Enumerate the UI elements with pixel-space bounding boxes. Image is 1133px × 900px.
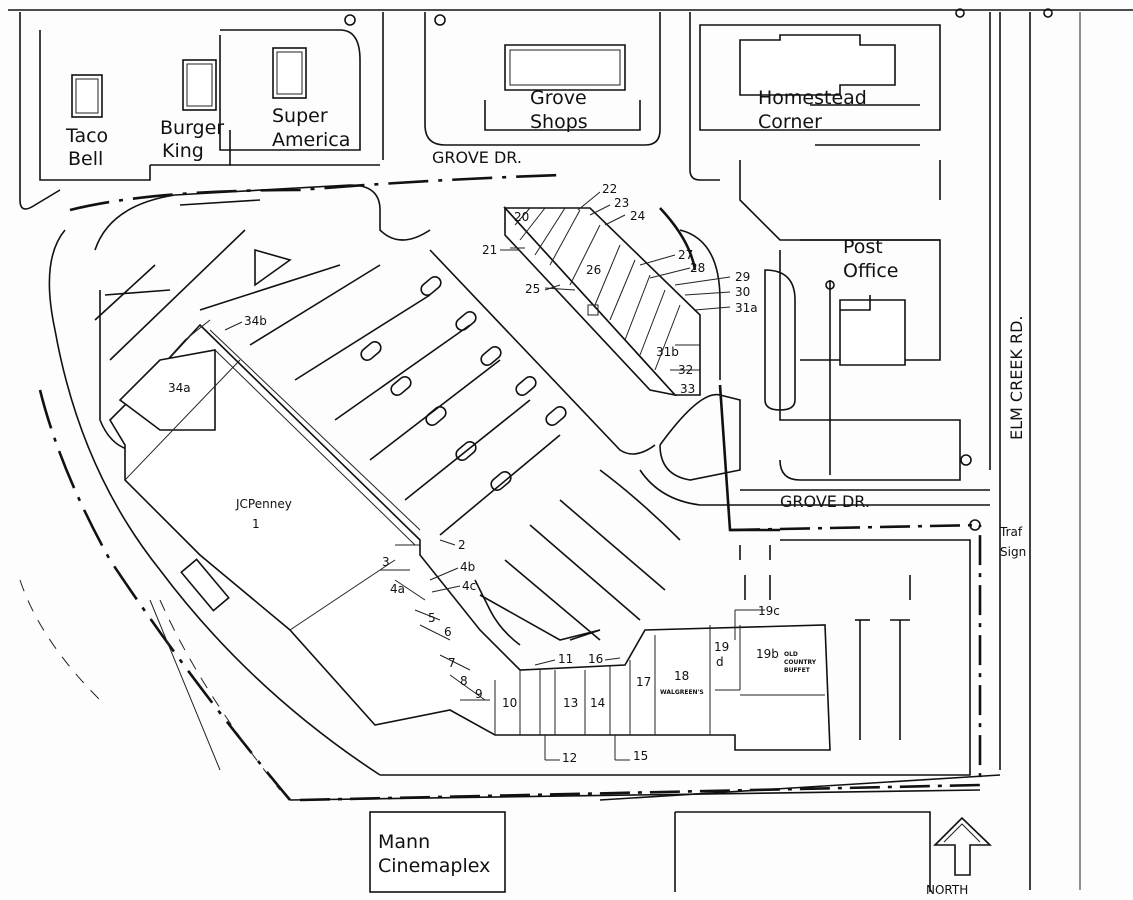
unit-32: 32 <box>678 363 693 377</box>
unit-22: 22 <box>602 182 617 196</box>
label-grove-dr-south: GROVE DR. <box>780 492 870 511</box>
label-elm-creek-rd: ELM CREEK RD. <box>1007 315 1026 440</box>
unit-4a: 4a <box>390 582 405 596</box>
main-mall-building <box>108 319 831 761</box>
unit-23: 23 <box>614 196 629 210</box>
unit-27: 27 <box>678 248 693 262</box>
label-burger-king-1: Burger <box>160 117 224 139</box>
label-mann-cinemaplex-2: Cinemaplex <box>378 855 490 877</box>
label-burger-king-2: King <box>162 140 204 162</box>
unit-19d-number: 19 <box>714 640 729 654</box>
label-mann-cinemaplex-1: Mann <box>378 831 430 853</box>
unit-19c: 19c <box>758 604 780 618</box>
unit-9: 9 <box>475 687 483 701</box>
label-north: NORTH <box>926 883 968 897</box>
unit-31a: 31a <box>735 301 758 315</box>
unit-8: 8 <box>460 674 468 688</box>
label-post-office-1: Post <box>843 236 883 258</box>
unit-29: 29 <box>735 270 750 284</box>
unit-10: 10 <box>502 696 517 710</box>
unit-34a: 34a <box>168 381 191 395</box>
label-walgreens: WALGREEN'S <box>660 689 704 696</box>
unit-24: 24 <box>630 209 645 223</box>
north-strip-building <box>503 191 731 397</box>
label-super-america-1: Super <box>272 105 328 127</box>
unit-15: 15 <box>633 749 648 763</box>
unit-20: 20 <box>514 210 529 224</box>
unit-11: 11 <box>558 652 573 666</box>
label-old-country-buffet-2: COUNTRY <box>784 659 817 666</box>
label-jcpenney-number: 1 <box>252 517 260 531</box>
unit-30: 30 <box>735 285 750 299</box>
label-grove-shops-2: Shops <box>530 111 588 133</box>
label-homestead-corner-1: Homestead <box>758 87 867 109</box>
unit-3: 3 <box>382 555 390 569</box>
label-taco-bell-2: Bell <box>68 148 103 170</box>
leader-lines <box>224 249 621 666</box>
unit-33: 33 <box>680 382 695 396</box>
label-homestead-corner-2: Corner <box>758 111 822 133</box>
label-grove-dr-north: GROVE DR. <box>432 148 522 167</box>
site-markers <box>344 8 1053 531</box>
north-arrow-icon <box>933 816 992 876</box>
label-post-office-2: Office <box>843 260 898 282</box>
unit-19b: 19b <box>756 647 779 661</box>
label-jcpenney: JCPenney <box>235 497 292 511</box>
label-old-country-buffet-1: OLD <box>784 651 798 658</box>
unit-6: 6 <box>444 625 452 639</box>
unit-number-labels: 2 3 4a 4b 4c 5 6 7 8 9 10 11 12 13 14 15… <box>168 182 780 765</box>
outparcel-buildings <box>71 34 931 893</box>
road-labels: GROVE DR. GROVE DR. ELM CREEK RD. NORTH <box>432 148 1026 897</box>
label-super-america-2: America <box>272 129 350 151</box>
unit-17: 17 <box>636 675 651 689</box>
label-taco-bell-1: Taco <box>65 125 108 147</box>
label-old-country-buffet-3: BUFFET <box>784 667 811 674</box>
unit-5: 5 <box>428 611 436 625</box>
parking-islands <box>94 199 911 740</box>
label-grove-shops-1: Grove <box>530 87 587 109</box>
place-labels: Taco Bell Burger King Super America Grov… <box>65 87 1026 877</box>
unit-7: 7 <box>448 656 456 670</box>
unit-31b: 31b <box>656 345 679 359</box>
unit-2: 2 <box>458 538 466 552</box>
label-traffic-sign-2: Sign <box>1000 545 1026 559</box>
unit-12: 12 <box>562 751 577 765</box>
unit-18: 18 <box>674 669 689 683</box>
unit-26: 26 <box>586 263 601 277</box>
label-traffic-sign-1: Traf <box>999 525 1023 539</box>
unit-28: 28 <box>690 261 705 275</box>
unit-13: 13 <box>563 696 578 710</box>
unit-21: 21 <box>482 243 497 257</box>
unit-4c: 4c <box>462 579 476 593</box>
unit-19d-letter: d <box>716 655 724 669</box>
unit-34b: 34b <box>244 314 267 328</box>
unit-14: 14 <box>590 696 605 710</box>
road-outlines <box>8 9 1133 890</box>
unit-4b: 4b <box>460 560 475 574</box>
unit-25: 25 <box>525 282 540 296</box>
unit-16: 16 <box>588 652 603 666</box>
